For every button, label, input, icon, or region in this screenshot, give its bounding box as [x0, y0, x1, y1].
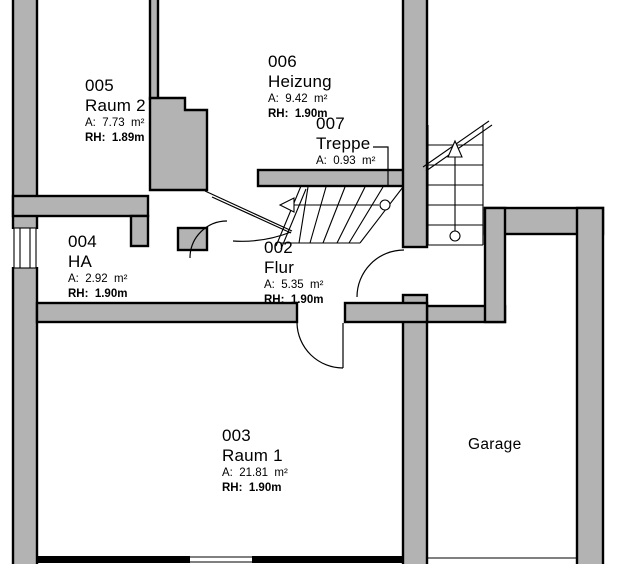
room-name: Garage — [468, 436, 522, 453]
room-label-ha: 004 HA A: 2.92 m² RH: 1.90m — [68, 232, 127, 302]
wall-ha-raum1 — [35, 301, 299, 324]
room-number: 006 — [268, 52, 297, 71]
wall-south-left-segment — [37, 556, 190, 563]
staircase-winder — [275, 146, 404, 250]
winder-tread — [322, 186, 346, 244]
winder-tread — [298, 186, 309, 244]
wall-flur-raum1 — [343, 301, 429, 324]
door-ha-arc — [189, 220, 228, 259]
room-label-raum2: 005 Raum 2 A: 7.73 m² RH: 1.89m — [85, 76, 146, 146]
walls-layer — [11, 0, 605, 564]
wall-exterior-left — [11, 0, 39, 564]
stair-direction-arrow-icon — [447, 139, 463, 158]
wall-flur-pillar — [176, 226, 209, 252]
wall-garage-east — [575, 206, 605, 564]
winder-stringer — [359, 186, 404, 244]
winder-direction-arrow-icon — [278, 197, 295, 213]
door-raum1 — [296, 322, 344, 369]
door-raum1-arc — [296, 322, 344, 369]
room-name: Raum 2 — [85, 96, 146, 115]
room-area: A: 21.81 m² — [222, 467, 288, 479]
room-height: RH: 1.90m — [268, 108, 328, 120]
staircase-straight — [422, 120, 493, 246]
room-number: 005 — [85, 76, 114, 95]
treppe-leader-line — [373, 146, 389, 186]
window-ha — [10, 227, 39, 269]
room-area: A: 7.73 m² — [85, 117, 145, 129]
room-number: 007 — [316, 114, 345, 133]
room-area: A: 9.42 m² — [268, 93, 328, 105]
wall-south-right-segment — [252, 556, 404, 563]
wall-garage-west — [483, 206, 507, 324]
winder-break-line-1 — [275, 185, 302, 247]
room-label-garage: Garage — [468, 436, 522, 454]
room-height: RH: 1.90m — [264, 294, 324, 306]
wall-south — [37, 556, 577, 563]
room-label-treppe: 007 Treppe A: 0.93 m² — [316, 114, 375, 169]
room-height: RH: 1.89m — [85, 132, 145, 144]
winder-start-circle — [379, 199, 391, 211]
winder-tread — [309, 186, 327, 244]
room-number: 003 — [222, 426, 251, 445]
room-name: Treppe — [316, 134, 371, 153]
room-area: A: 2.92 m² — [68, 273, 128, 285]
room-label-flur: 002 Flur A: 5.35 m² RH: 1.90m — [264, 238, 323, 308]
wall-central-upper — [401, 0, 429, 249]
wall-raum2-ha — [11, 194, 150, 218]
room-name: Raum 1 — [222, 446, 283, 465]
room-number: 002 — [264, 238, 293, 257]
room-label-raum1: 003 Raum 1 A: 21.81 m² RH: 1.90m — [222, 426, 288, 496]
door-raum2-arc — [232, 231, 292, 242]
winder-tread — [336, 186, 366, 244]
door-raum2-leaf-2 — [211, 196, 292, 234]
room-area: A: 5.35 m² — [264, 279, 324, 291]
room-name: Flur — [264, 258, 295, 277]
stair-start-circle — [449, 230, 461, 242]
winder-break-line-2 — [280, 188, 307, 250]
room-number: 004 — [68, 232, 97, 251]
wall-central-lower — [401, 293, 429, 564]
door-raum2-leaf-1 — [204, 190, 293, 232]
window-frame — [13, 227, 37, 269]
room-height: RH: 1.90m — [222, 482, 282, 494]
winder-tread — [348, 186, 384, 244]
stair-break-line-2 — [425, 124, 493, 172]
wall-ha-east-stub — [129, 214, 150, 248]
room-name: Heizung — [268, 72, 332, 91]
door-raum2 — [204, 190, 293, 242]
wall-raum2-heizung-block — [148, 96, 209, 192]
room-label-heizung: 006 Heizung A: 9.42 m² RH: 1.90m — [268, 52, 332, 122]
room-name: HA — [68, 252, 93, 271]
room-area: A: 0.93 m² — [316, 155, 376, 167]
door-flur-east-arc — [356, 249, 405, 298]
wall-raum2-heizung-thin — [148, 0, 160, 101]
wall-heizung-south — [256, 168, 429, 188]
doors-layer — [189, 190, 405, 369]
room-height: RH: 1.90m — [68, 288, 128, 300]
